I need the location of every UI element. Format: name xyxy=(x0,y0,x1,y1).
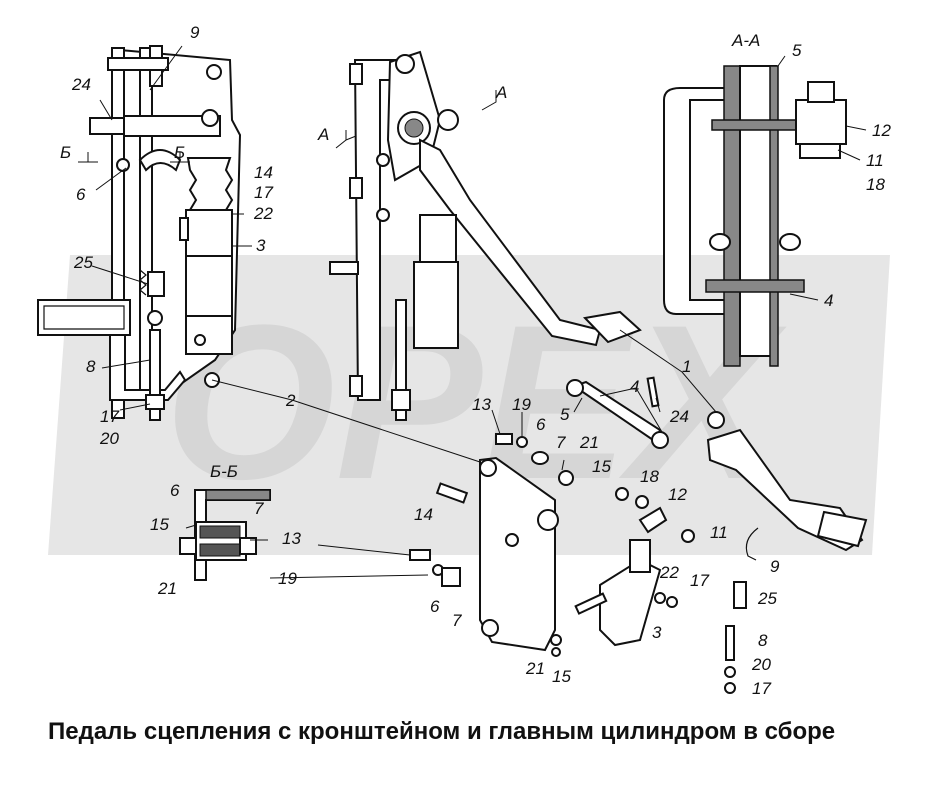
left-assembly-view xyxy=(37,45,242,421)
callout-25-right: 25 xyxy=(757,589,777,608)
callout-1: 1 xyxy=(682,357,691,376)
callout-18-mid: 18 xyxy=(640,467,659,486)
callout-7-bb: 7 xyxy=(254,499,264,518)
exploded-pedal xyxy=(706,411,868,552)
watermark-text: OPEX xyxy=(164,279,787,525)
callout-17-right: 17 xyxy=(752,679,771,698)
callout-15-bb: 15 xyxy=(150,515,169,534)
callout-6-bb: 6 xyxy=(170,481,180,500)
callout-19-bb: 19 xyxy=(278,569,297,588)
callout-22-left: 22 xyxy=(253,204,273,223)
center-assembly-view xyxy=(329,50,642,421)
callout-5-mid: 5 xyxy=(560,405,570,424)
callout-12-aa: 12 xyxy=(872,121,891,140)
callout-14-left: 14 xyxy=(254,163,273,182)
section-marker-b-right: Б xyxy=(174,143,185,162)
callouts: 9 24 6 14 17 22 3 25 8 17 20 2 5 12 11 1… xyxy=(71,23,891,698)
callout-24-left: 24 xyxy=(71,75,91,94)
callout-18-aa: 18 xyxy=(866,175,885,194)
exploded-master-cylinder xyxy=(574,506,668,647)
callout-25-left: 25 xyxy=(73,253,93,272)
callout-4-aa: 4 xyxy=(824,291,833,310)
callout-17-left: 17 xyxy=(254,183,273,202)
exploded-axle xyxy=(566,376,669,449)
callout-2: 2 xyxy=(285,391,296,410)
callout-21-bb: 21 xyxy=(157,579,177,598)
callout-7-exp: 7 xyxy=(452,611,462,630)
callout-19-mid: 19 xyxy=(512,395,531,414)
callout-3-left: 3 xyxy=(256,236,266,255)
section-marker-b-left: Б xyxy=(60,143,71,162)
callout-11-mid: 11 xyxy=(710,523,728,542)
exploded-small-parts xyxy=(409,433,759,694)
callout-8-left: 8 xyxy=(86,357,96,376)
callout-5-aa: 5 xyxy=(792,41,802,60)
section-a-a-view xyxy=(663,65,847,367)
callout-17-mid: 17 xyxy=(690,571,709,590)
callout-13-mid: 13 xyxy=(472,395,491,414)
callout-11-aa: 11 xyxy=(866,151,884,170)
leader-lines xyxy=(91,45,867,579)
section-title-b-b: Б-Б xyxy=(210,462,238,481)
watermark: OPEX xyxy=(48,255,890,555)
callout-7-mid: 7 xyxy=(556,433,566,452)
callout-21-bottom: 21 xyxy=(525,659,545,678)
callout-13-bb: 13 xyxy=(282,529,301,548)
section-title-a-a: А-А xyxy=(731,31,760,50)
callout-20-right: 20 xyxy=(751,655,771,674)
callout-6-mid: 6 xyxy=(536,415,546,434)
diagram-caption: Педаль сцепления с кронштейном и главным… xyxy=(48,718,836,745)
section-b-b-view xyxy=(179,489,271,581)
exploded-bracket xyxy=(479,456,559,652)
callout-6-exp: 6 xyxy=(430,597,440,616)
callout-17-bottom: 17 xyxy=(100,407,119,426)
callout-9-top: 9 xyxy=(190,23,200,42)
callout-22-mid: 22 xyxy=(659,563,679,582)
callout-24-mid: 24 xyxy=(669,407,689,426)
callout-21-mid: 21 xyxy=(579,433,599,452)
callout-6-left: 6 xyxy=(76,185,86,204)
callout-12-mid: 12 xyxy=(668,485,687,504)
callout-20-bottom: 20 xyxy=(99,429,119,448)
callout-15-bottom: 15 xyxy=(552,667,571,686)
callout-15-mid: 15 xyxy=(592,457,611,476)
section-marker-a-right: А xyxy=(495,83,507,102)
callout-3-mid: 3 xyxy=(652,623,662,642)
callout-14-mid: 14 xyxy=(414,505,433,524)
callout-9-right: 9 xyxy=(770,557,780,576)
section-marker-a-left: А xyxy=(317,125,329,144)
callout-8-right: 8 xyxy=(758,631,768,650)
callout-4-mid: 4 xyxy=(630,377,639,396)
